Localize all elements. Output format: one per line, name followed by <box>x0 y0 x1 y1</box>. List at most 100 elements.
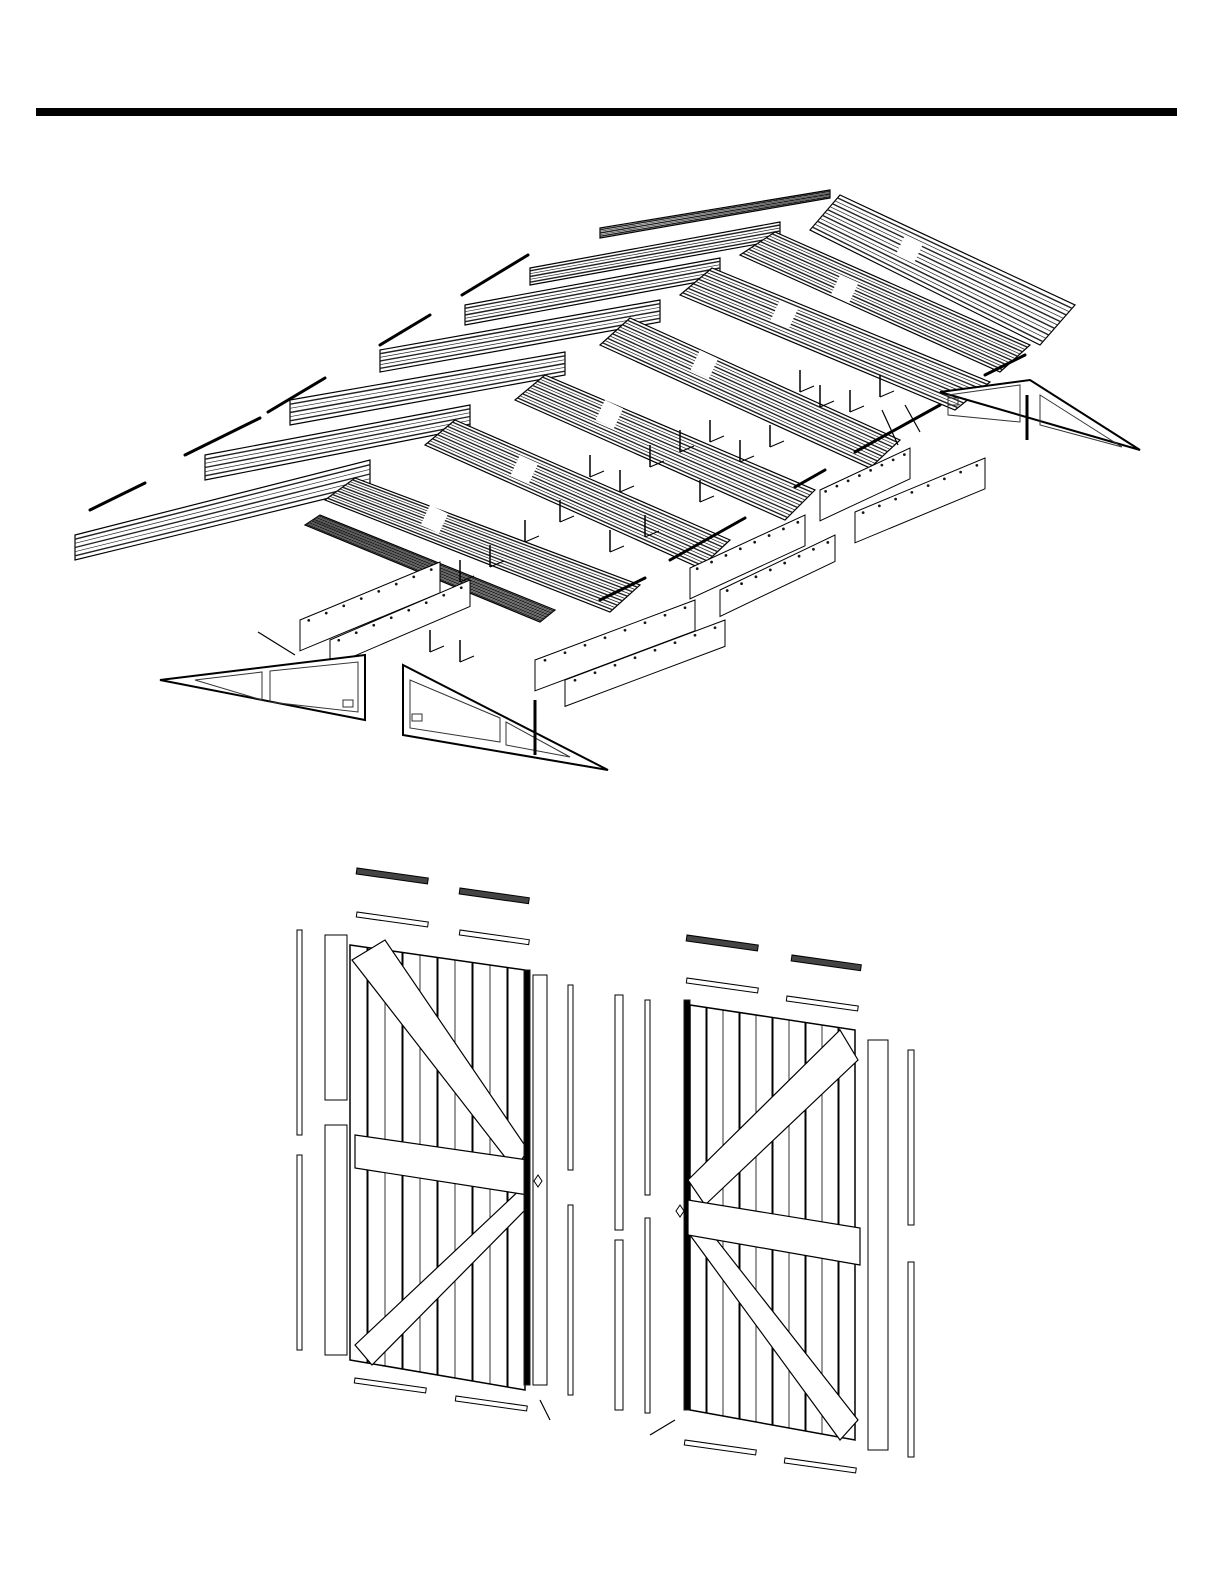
frame-foot <box>620 486 634 492</box>
right-door-top-trim-b <box>791 955 861 971</box>
right-door-outer-jamb-top <box>615 995 623 1230</box>
rail-hole <box>360 598 362 600</box>
rail-hole <box>892 459 894 461</box>
rail-hole <box>664 614 666 616</box>
left-door-latch-edge <box>524 970 530 1385</box>
rail-hole <box>408 609 410 611</box>
rail-hole <box>584 644 586 646</box>
rail-hole <box>870 469 872 471</box>
rail-hole <box>725 555 727 557</box>
rail-hole <box>836 485 838 487</box>
rail-hole <box>813 548 815 550</box>
rail-hole <box>343 605 345 607</box>
right-door-hinge-post-top <box>908 1050 914 1225</box>
rail-hole <box>694 634 696 636</box>
rail-hole <box>430 569 432 571</box>
frame-foot <box>610 546 624 552</box>
right-door-hinge-strip-top <box>645 1000 650 1195</box>
rail-hole <box>798 555 800 557</box>
rail-hole <box>768 535 770 537</box>
left-door-inner-jamb-top <box>325 935 347 1100</box>
frame-foot <box>800 386 814 392</box>
rail-hole <box>797 521 799 523</box>
right-door-bottom-rail-a <box>684 1440 756 1455</box>
rail-hole <box>574 679 576 681</box>
rail-hole <box>903 454 905 456</box>
rail-hole <box>825 490 827 492</box>
rail-hole <box>614 664 616 666</box>
rail-hole <box>390 617 392 619</box>
rail-hole <box>878 505 880 507</box>
rail-hole <box>674 642 676 644</box>
rail-hole <box>644 622 646 624</box>
frame-foot <box>770 441 784 447</box>
left-door-hinge-strip-top <box>568 985 573 1170</box>
left-door-top-rail-b <box>459 930 529 945</box>
rail-hole <box>654 649 656 651</box>
rail-hole <box>754 541 756 543</box>
rail-hole <box>741 583 743 585</box>
rail-hole <box>783 528 785 530</box>
rail-hole <box>726 590 728 592</box>
right-door-top-trim-a <box>686 935 758 951</box>
rail-hole <box>378 590 380 592</box>
frame-foot <box>700 496 714 502</box>
header-rule <box>36 108 1177 116</box>
rail-hole <box>594 672 596 674</box>
rail-hole <box>943 478 945 480</box>
left-door-outer-jamb-top <box>297 930 302 1135</box>
rail-hole <box>395 583 397 585</box>
right-door-top-rail-b <box>786 996 858 1011</box>
rail-hole <box>564 652 566 654</box>
left-door-top-rail-a <box>356 912 428 927</box>
rail-hole <box>711 561 713 563</box>
rail-hole <box>784 562 786 564</box>
rail-hole <box>425 602 427 604</box>
rail-hole <box>960 471 962 473</box>
left-door-inner-jamb-bottom <box>325 1125 347 1355</box>
right-door-hinge-post-bottom <box>908 1262 914 1457</box>
rail-hole <box>373 624 375 626</box>
rail-hole <box>413 576 415 578</box>
rail-hole <box>443 594 445 596</box>
frame-foot <box>850 406 864 412</box>
rail-hole <box>827 542 829 544</box>
right-door-hinge-strip-bottom <box>645 1218 650 1413</box>
frame-foot <box>710 436 724 442</box>
frame-foot <box>430 646 444 652</box>
right-door-bottom-rail-b <box>784 1458 856 1473</box>
rail-hole <box>895 498 897 500</box>
roof-exploded-view <box>75 190 1140 770</box>
rail-hole <box>696 568 698 570</box>
right-roof-panels <box>305 195 1075 622</box>
rail-hole <box>308 619 310 621</box>
frame-foot <box>460 656 474 662</box>
rail-hole <box>858 475 860 477</box>
rail-hole <box>604 637 606 639</box>
rail-hole <box>847 480 849 482</box>
frame-foot <box>525 536 539 542</box>
rail-hole <box>460 587 462 589</box>
gable-right <box>940 380 1140 450</box>
rail-hole <box>355 632 357 634</box>
rail-hole <box>755 576 757 578</box>
right-door <box>615 935 914 1473</box>
right-door-handle-icon <box>676 1205 684 1217</box>
rail-hole <box>338 639 340 641</box>
rail-hole <box>684 607 686 609</box>
left-door-outer-jamb-bottom <box>297 1155 302 1350</box>
frame-foot <box>560 516 574 522</box>
left-door-top-trim-a <box>356 868 428 884</box>
rail-hole <box>927 485 929 487</box>
right-door-latch-post <box>868 1040 888 1450</box>
right-door-outer-jamb-bottom <box>615 1240 623 1410</box>
rail-hole <box>714 627 716 629</box>
left-roof-panel <box>600 190 830 238</box>
rail-hole <box>881 464 883 466</box>
left-door-hinge-strip-bottom <box>568 1205 573 1395</box>
rail-hole <box>769 569 771 571</box>
rail-hole <box>544 659 546 661</box>
right-door-top-rail-a <box>686 978 758 993</box>
